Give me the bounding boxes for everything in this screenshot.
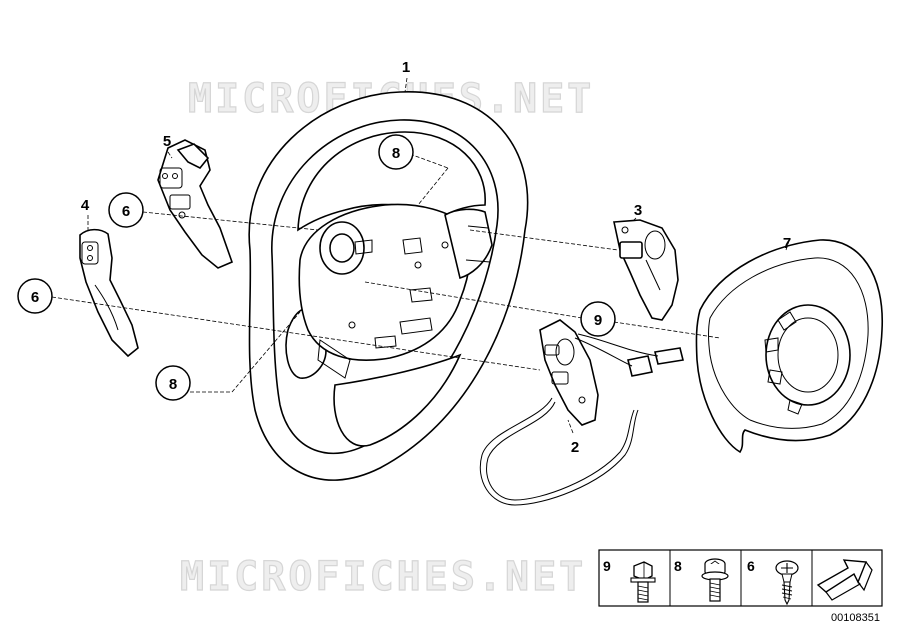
callout-6b[interactable]: 6 xyxy=(17,278,53,314)
callout-circle xyxy=(378,134,414,170)
right-switch-module xyxy=(479,319,684,506)
callout-3-label: 3 xyxy=(634,202,642,219)
callout-2[interactable]: 2 xyxy=(571,439,579,456)
callout-7-label: 7 xyxy=(783,235,791,252)
callout-6a-label: 6 xyxy=(122,203,130,220)
callout-circle xyxy=(17,278,53,314)
hardware-legend: 9 8 6 xyxy=(598,549,883,607)
right-trim-cover xyxy=(613,219,679,321)
left-trim-cover xyxy=(79,228,139,358)
legend-label: 8 xyxy=(674,558,682,574)
callout-9-label: 9 xyxy=(594,312,602,329)
phillips-screw-icon xyxy=(775,560,799,606)
callout-5-label: 5 xyxy=(163,133,171,150)
callout-4[interactable]: 4 xyxy=(81,197,90,214)
callout-6a[interactable]: 6 xyxy=(108,192,144,228)
legend-cell-8[interactable]: 8 xyxy=(674,558,729,602)
legend-label: 6 xyxy=(747,558,755,574)
legend-cell-6[interactable]: 6 xyxy=(747,558,799,606)
legend-cell-arrow xyxy=(816,559,873,601)
callout-2-label: 2 xyxy=(571,439,579,456)
airbag-module xyxy=(695,239,883,454)
callout-5[interactable]: 5 xyxy=(163,133,171,150)
callout-8a-label: 8 xyxy=(392,145,400,162)
callout-circle xyxy=(108,192,144,228)
drawing-number: 00108351 xyxy=(831,612,880,624)
legend-cell-9[interactable]: 9 xyxy=(603,558,656,603)
callout-6b-label: 6 xyxy=(31,289,39,306)
left-switch-module xyxy=(157,139,234,269)
leader-lines xyxy=(51,77,791,434)
torx-bolt-icon xyxy=(701,558,729,602)
legend-label: 9 xyxy=(603,558,611,574)
callout-8b-label: 8 xyxy=(169,376,177,393)
callout-8a[interactable]: 8 xyxy=(378,134,414,170)
watermark-bottom: MICROFICHES.NET xyxy=(180,554,586,600)
callout-1-label: 1 xyxy=(402,59,410,76)
callout-circle xyxy=(580,301,616,337)
callout-8b[interactable]: 8 xyxy=(155,365,191,401)
direction-arrow-icon xyxy=(816,559,873,601)
hex-bolt-icon xyxy=(630,561,656,603)
steering-wheel xyxy=(248,91,529,481)
callout-3[interactable]: 3 xyxy=(634,202,642,219)
callout-circle xyxy=(155,365,191,401)
callout-7[interactable]: 7 xyxy=(783,235,791,252)
callout-9[interactable]: 9 xyxy=(580,301,616,337)
callout-1[interactable]: 1 xyxy=(402,59,410,76)
callout-4-label: 4 xyxy=(81,197,90,214)
